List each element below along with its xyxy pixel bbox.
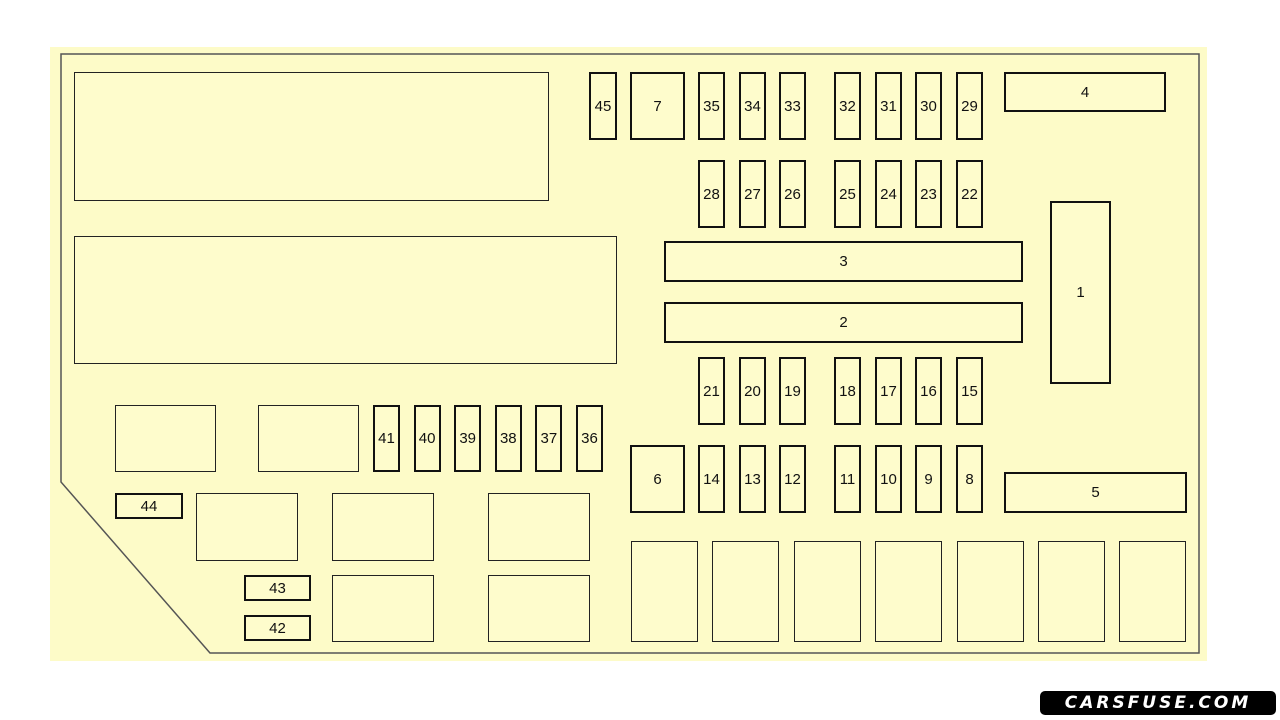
fuse-23: 23 bbox=[915, 160, 942, 228]
relay-block bbox=[631, 541, 698, 642]
relay-block bbox=[957, 541, 1024, 642]
fuse-38: 38 bbox=[494, 405, 522, 472]
fuse-19: 19 bbox=[779, 357, 806, 425]
fuse-6: 6 bbox=[630, 445, 685, 513]
fuse-28: 28 bbox=[698, 160, 725, 228]
fuse-29: 29 bbox=[956, 72, 983, 140]
relay-block bbox=[258, 405, 359, 472]
relay-block bbox=[332, 493, 434, 561]
fuse-3: 3 bbox=[664, 241, 1023, 282]
fuse-40: 40 bbox=[413, 405, 441, 472]
fuse-43: 43 bbox=[244, 575, 311, 601]
fuse-42: 42 bbox=[244, 615, 311, 641]
fuse-17: 17 bbox=[875, 357, 902, 425]
fuse-16: 16 bbox=[915, 357, 942, 425]
fuse-5: 5 bbox=[1004, 472, 1187, 513]
carsfuse-logo: CARSFUSE.COM bbox=[1040, 691, 1276, 715]
fuse-27: 27 bbox=[739, 160, 766, 228]
fuse-15: 15 bbox=[956, 357, 983, 425]
fuse-33: 33 bbox=[779, 72, 806, 140]
fuse-18: 18 bbox=[834, 357, 861, 425]
fuse-22: 22 bbox=[956, 160, 983, 228]
fuse-39: 39 bbox=[454, 405, 482, 472]
fuse-8: 8 bbox=[956, 445, 983, 513]
fuse-1: 1 bbox=[1050, 201, 1111, 384]
fuse-34: 34 bbox=[739, 72, 766, 140]
relay-block bbox=[794, 541, 861, 642]
fuse-20: 20 bbox=[739, 357, 766, 425]
fuse-13: 13 bbox=[739, 445, 766, 513]
relay-block bbox=[1119, 541, 1186, 642]
fuse-37: 37 bbox=[535, 405, 563, 472]
fuse-12: 12 bbox=[779, 445, 806, 513]
fuse-10: 10 bbox=[875, 445, 902, 513]
fuse-box-outline bbox=[60, 53, 1200, 654]
relay-block bbox=[875, 541, 942, 642]
fuse-26: 26 bbox=[779, 160, 806, 228]
relay-block bbox=[488, 493, 590, 561]
relay-block bbox=[1038, 541, 1105, 642]
fuse-45: 45 bbox=[589, 72, 617, 140]
fuse-4: 4 bbox=[1004, 72, 1166, 112]
relay-block bbox=[74, 72, 549, 201]
fuse-2: 2 bbox=[664, 302, 1023, 343]
fuse-9: 9 bbox=[915, 445, 942, 513]
relay-block bbox=[712, 541, 779, 642]
fuse-14: 14 bbox=[698, 445, 725, 513]
fuse-41: 41 bbox=[373, 405, 400, 472]
fuse-44: 44 bbox=[115, 493, 183, 519]
relay-block bbox=[115, 405, 216, 472]
fuse-36: 36 bbox=[576, 405, 603, 472]
fuse-32: 32 bbox=[834, 72, 861, 140]
fuse-35: 35 bbox=[698, 72, 725, 140]
fuse-24: 24 bbox=[875, 160, 902, 228]
fuse-7: 7 bbox=[630, 72, 685, 140]
fuse-30: 30 bbox=[915, 72, 942, 140]
relay-block bbox=[332, 575, 434, 642]
fuse-11: 11 bbox=[834, 445, 861, 513]
fuse-21: 21 bbox=[698, 357, 725, 425]
fuse-31: 31 bbox=[875, 72, 902, 140]
relay-block bbox=[196, 493, 298, 561]
fuse-25: 25 bbox=[834, 160, 861, 228]
relay-block bbox=[74, 236, 617, 364]
relay-block bbox=[488, 575, 590, 642]
